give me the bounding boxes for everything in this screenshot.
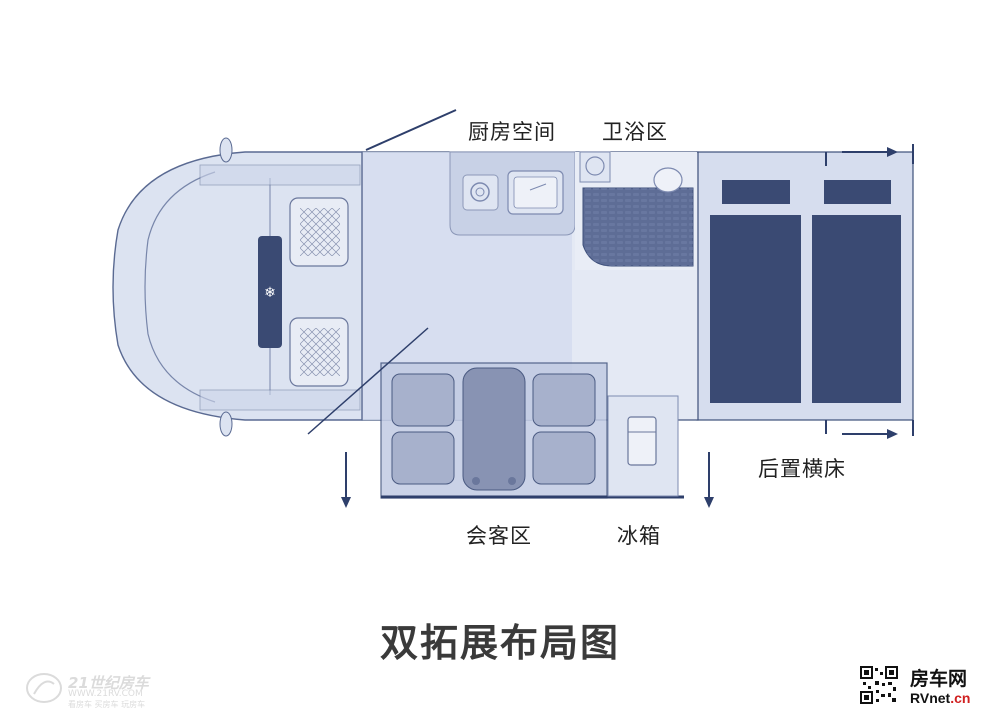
label-lounge: 会客区 (466, 524, 532, 548)
mattress-left (710, 215, 801, 403)
expansion-arrows (341, 144, 914, 508)
bathroom (575, 151, 697, 270)
seat-rear-left (391, 431, 455, 485)
watermark-name: 21世纪房车 (68, 674, 149, 692)
watermark-21rv: 21世纪房车 WWW.21RV.COM 看房车 买房车 玩房车 (24, 670, 174, 710)
stove (462, 174, 499, 211)
rear-bed-area (696, 151, 914, 421)
brand-name: 房车网 (910, 668, 968, 690)
label-fridge: 冰箱 (617, 524, 661, 548)
watermark-slogan: 看房车 买房车 玩房车 (68, 700, 146, 709)
seat-rear-right (532, 431, 596, 485)
pillow-left (722, 180, 790, 204)
watermark-logo-icon (26, 673, 62, 703)
vehicle-cab: ❄ (112, 137, 363, 437)
mattress-right (812, 215, 901, 403)
mirror-left (219, 137, 233, 163)
label-bathroom: 卫浴区 (602, 120, 668, 144)
diagram-title: 双拓展布局图 (379, 621, 620, 665)
seat-front-right (532, 373, 596, 427)
pillow-right (824, 180, 891, 204)
wash-basin (585, 156, 605, 176)
kitchen-counter (449, 151, 576, 236)
mirror-right (219, 411, 233, 437)
label-rear-bed: 后置横床 (758, 457, 846, 481)
brand-rvnet: 房车网 RVnet.cn (858, 664, 988, 712)
seat-front-left (391, 373, 455, 427)
svg-text:❄: ❄ (264, 285, 276, 301)
toilet (653, 167, 683, 193)
qr-code-icon (860, 666, 898, 704)
brand-url: RVnet.cn (910, 690, 971, 706)
dining-table (462, 367, 526, 491)
leader-lines (307, 109, 457, 435)
lounge-area (380, 362, 684, 499)
watermark-url: WWW.21RV.COM (68, 689, 143, 699)
label-kitchen: 厨房空间 (468, 120, 556, 144)
dashboard-panel (258, 236, 282, 348)
fridge (607, 395, 679, 497)
